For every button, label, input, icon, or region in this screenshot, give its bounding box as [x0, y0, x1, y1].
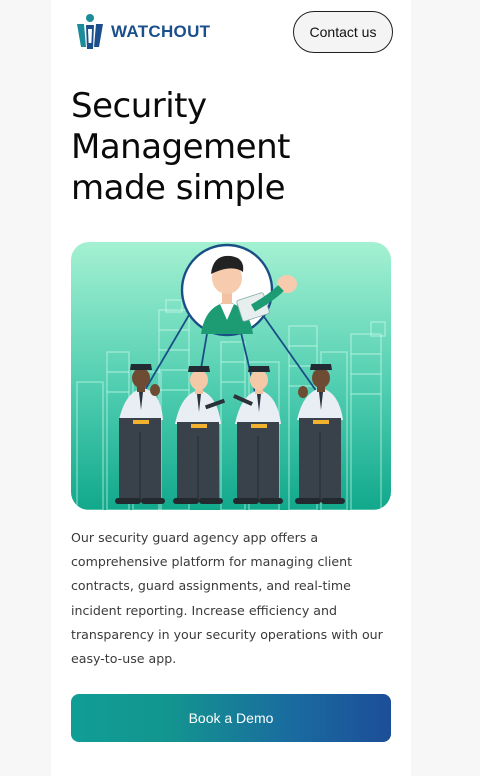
- hero-illustration: [71, 242, 391, 510]
- hero-title: Security Management made simple: [71, 86, 391, 209]
- hero-title-line-1: Security: [71, 86, 207, 126]
- brand-logo[interactable]: WATCHOUT: [75, 13, 210, 51]
- contact-us-button[interactable]: Contact us: [293, 11, 393, 53]
- book-demo-button[interactable]: Book a Demo: [71, 694, 391, 742]
- security-team-illustration: [71, 242, 391, 510]
- watchout-logo-icon: [77, 14, 103, 49]
- site-header: WATCHOUT Contact us: [51, 0, 411, 64]
- hero-title-line-2: Management: [71, 127, 290, 167]
- page: WATCHOUT Contact us Security Management …: [51, 0, 411, 776]
- hero-description: Our security guard agency app offers a c…: [71, 530, 383, 667]
- brand-name: WATCHOUT: [111, 22, 211, 41]
- hero-title-line-3: made simple: [71, 168, 286, 208]
